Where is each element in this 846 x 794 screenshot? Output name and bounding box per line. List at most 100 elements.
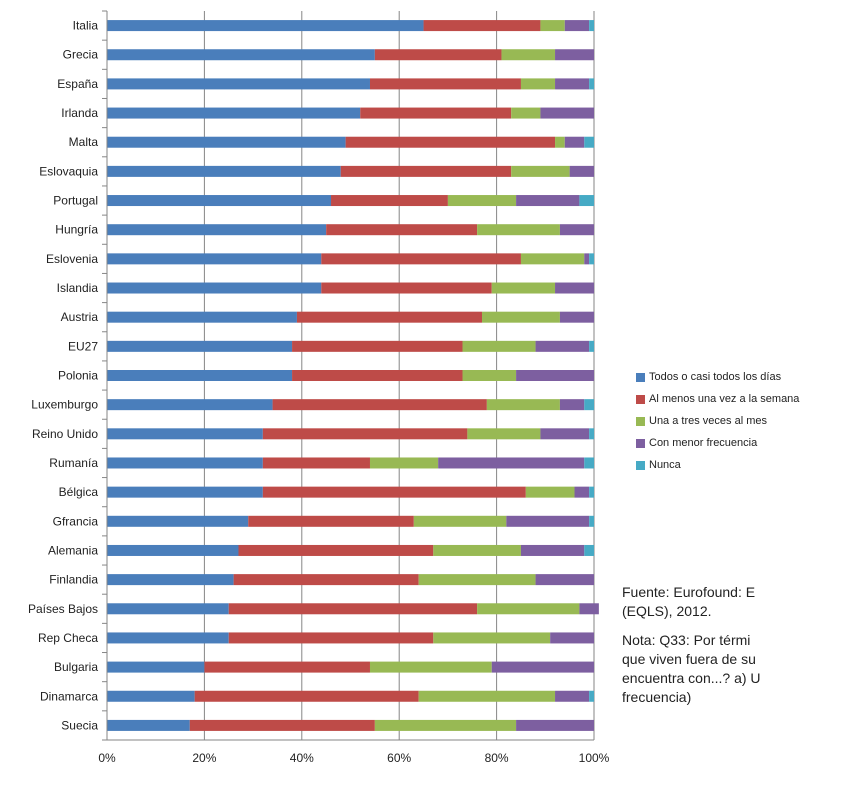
- bar-segment: [491, 282, 556, 294]
- bar-segment: [107, 195, 332, 207]
- x-tick-label: 40%: [290, 751, 314, 765]
- x-axis: 0%20%40%60%80%100%: [98, 10, 610, 765]
- bar-segment: [292, 370, 463, 381]
- category-label: Luxemburgo: [31, 398, 98, 412]
- bar-segment: [511, 165, 570, 177]
- bar-segment: [589, 253, 594, 265]
- bar-segment: [262, 428, 468, 440]
- category-label: Eslovaquia: [39, 164, 98, 178]
- bar-segment: [555, 136, 565, 148]
- category-label: Reino Unido: [32, 427, 98, 441]
- legend-swatch: [636, 372, 645, 382]
- legend-item: Al menos una vez a la semana: [636, 388, 846, 410]
- legend-swatch: [636, 416, 645, 426]
- bar-segment: [262, 486, 526, 498]
- category-label: Eslovenia: [46, 252, 98, 266]
- category-label: Grecia: [63, 48, 99, 62]
- bar-segment: [467, 428, 541, 440]
- legend-label: Todos o casi todos los días: [649, 371, 782, 383]
- legend-swatch: [636, 460, 645, 470]
- category-label: Gfrancia: [53, 514, 99, 528]
- bar-segment: [107, 136, 346, 148]
- bar-segment: [345, 136, 556, 148]
- bar-segment: [107, 399, 273, 411]
- bar-segment: [107, 311, 297, 323]
- x-tick-label: 60%: [387, 751, 411, 765]
- bar-segment: [584, 253, 590, 265]
- bar-segment: [433, 632, 551, 644]
- bar-segment: [589, 486, 594, 498]
- category-label: Hungría: [55, 223, 98, 237]
- x-tick-label: 0%: [98, 751, 116, 765]
- bar-segment: [296, 311, 482, 323]
- bar-segment: [438, 457, 585, 469]
- legend-label: Al menos una vez a la semana: [649, 393, 800, 405]
- category-label: Irlanda: [61, 106, 98, 120]
- bar-segment: [228, 632, 434, 644]
- bar-segment: [579, 603, 599, 615]
- bar-segment: [535, 574, 594, 586]
- bar-segment: [516, 195, 580, 207]
- bar-segment: [589, 428, 594, 440]
- bar-segment: [107, 603, 229, 615]
- bar-segment: [447, 195, 517, 207]
- bar-segment: [374, 719, 517, 731]
- bar-segment: [107, 78, 370, 90]
- bar-segment: [589, 340, 594, 352]
- legend-item: Una a tres veces al mes: [636, 410, 846, 432]
- x-tick-label: 20%: [192, 751, 216, 765]
- bar-segment: [559, 399, 585, 411]
- bar-segment: [107, 515, 249, 527]
- bar-segment: [326, 224, 478, 236]
- category-label: Malta: [69, 135, 99, 149]
- bar-segment: [374, 49, 502, 61]
- category-label: Polonia: [58, 369, 98, 383]
- bar-segment: [555, 690, 590, 702]
- bar-segment: [107, 428, 263, 440]
- bar-segment: [107, 253, 322, 265]
- category-label: Bélgica: [59, 485, 99, 499]
- bar-segment: [433, 544, 521, 556]
- bar-segment: [555, 78, 590, 90]
- bar-segment: [584, 457, 594, 469]
- bar-segment: [189, 719, 375, 731]
- legend-label: Con menor frecuencia: [649, 437, 758, 449]
- bar-segment: [107, 457, 263, 469]
- bar-segment: [540, 20, 565, 32]
- bar-segment: [559, 224, 594, 236]
- category-label: Bulgaria: [54, 660, 98, 674]
- source-note: Fuente: Eurofound: E (EQLS), 2012.: [622, 584, 756, 619]
- category-label: Alemania: [48, 543, 98, 557]
- x-tick-label: 80%: [485, 751, 509, 765]
- legend-item: Nunca: [636, 454, 846, 476]
- bar-segment: [584, 399, 594, 411]
- category-label: Austria: [61, 310, 99, 324]
- bar-segment: [520, 78, 556, 90]
- bar-segment: [516, 370, 594, 381]
- bar-segment: [525, 486, 575, 498]
- bar-segment: [107, 49, 375, 61]
- bar-segment: [589, 78, 594, 90]
- category-label: Islandia: [57, 281, 99, 295]
- bar-segment: [584, 136, 594, 148]
- bar-segment: [107, 224, 327, 236]
- footnote: Nota: Q33: Por térmi que viven fuera de …: [622, 632, 761, 705]
- bar-segment: [520, 544, 585, 556]
- bar-segment: [418, 690, 556, 702]
- bar-segment: [589, 515, 594, 527]
- bar-segment: [272, 399, 487, 411]
- bar-segment: [540, 428, 590, 440]
- bar-segment: [501, 49, 556, 61]
- bar-segment: [535, 340, 590, 352]
- legend-label: Una a tres veces al mes: [649, 415, 767, 427]
- bar-segment: [511, 107, 541, 119]
- bar-segment: [564, 136, 585, 148]
- bar-segment: [559, 311, 594, 323]
- bar-segment: [107, 690, 195, 702]
- legend-swatch: [636, 394, 645, 404]
- legend-label: Nunca: [649, 459, 681, 471]
- bar-segment: [579, 195, 594, 207]
- bar-segment: [107, 107, 361, 119]
- legend: Todos o casi todos los días Al menos una…: [636, 366, 846, 476]
- bar-segment: [555, 282, 594, 294]
